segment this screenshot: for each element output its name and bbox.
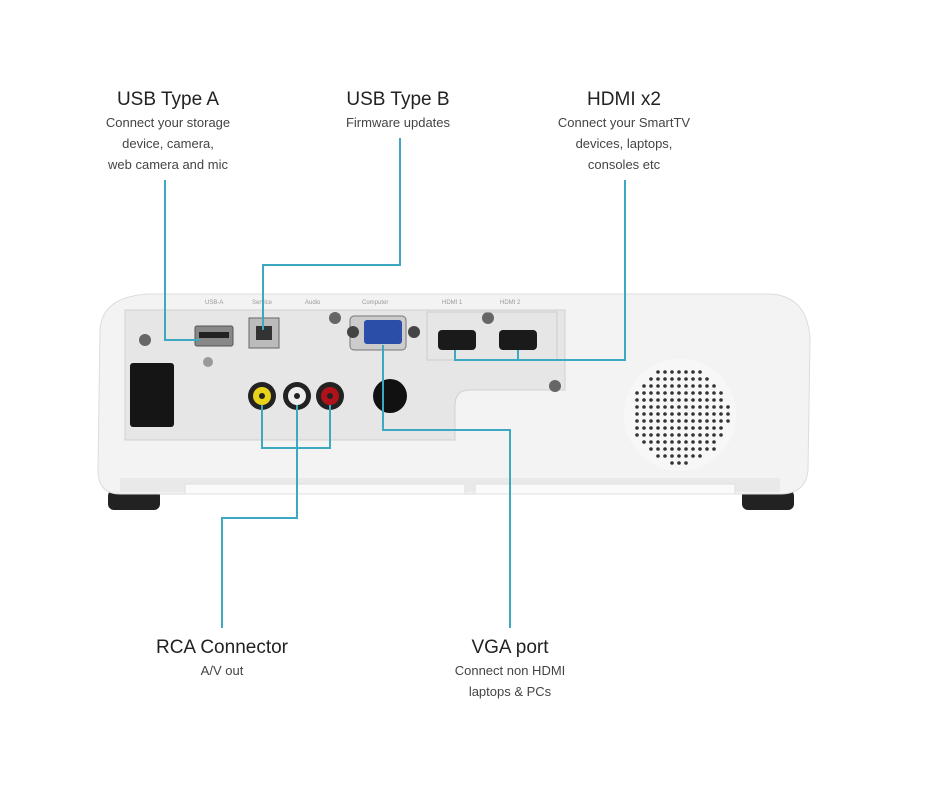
callout-title: USB Type B [346, 89, 450, 110]
callout-desc: laptops & PCs [468, 684, 552, 699]
hdmi-1-port [438, 330, 476, 350]
port-label-hdmi2: HDMI 2 [500, 300, 521, 306]
hdmi-line [454, 180, 626, 361]
port-label-hdmi1: HDMI 1 [442, 300, 463, 306]
hdmi-2-port [499, 330, 537, 350]
callout-desc: consoles etc [587, 157, 661, 172]
callout-title: RCA Connector [155, 637, 289, 658]
port-label-usb-a: USB-A [205, 300, 223, 306]
power-inlet [130, 363, 174, 427]
callout-desc: devices, laptops, [575, 136, 673, 151]
callout-desc: Connect your storage [105, 115, 231, 130]
callout-lines [164, 138, 626, 628]
right-foot [742, 490, 794, 510]
vga-line [382, 345, 511, 628]
callout-desc: device, camera, [122, 136, 214, 151]
callout-rca: RCA Connector A/V out [156, 636, 288, 681]
callout-desc: Connect non HDMI [454, 663, 566, 678]
callout-usb-b: USB Type B Firmware updates [346, 88, 450, 133]
callout-desc: web camera and mic [108, 157, 228, 172]
usb-b-line [262, 138, 401, 330]
port-label-computer: Computer [362, 300, 388, 306]
callout-desc: Firmware updates [345, 115, 451, 130]
usb-a-line [164, 180, 200, 341]
callout-hdmi: HDMI x2 Connect your SmartTV devices, la… [558, 88, 690, 175]
ir-sensor [373, 379, 407, 413]
callout-title: USB Type A [116, 89, 220, 110]
callout-desc: A/V out [200, 663, 244, 678]
callout-title: VGA port [471, 637, 549, 658]
callout-title: HDMI x2 [587, 89, 661, 110]
port-label-audio: Audio [305, 300, 321, 306]
left-foot [108, 490, 160, 510]
callout-usb-a: USB Type A Connect your storage device, … [106, 88, 230, 175]
callout-vga: VGA port Connect non HDMI laptops & PCs [455, 636, 566, 702]
callout-desc: Connect your SmartTV [557, 115, 691, 130]
